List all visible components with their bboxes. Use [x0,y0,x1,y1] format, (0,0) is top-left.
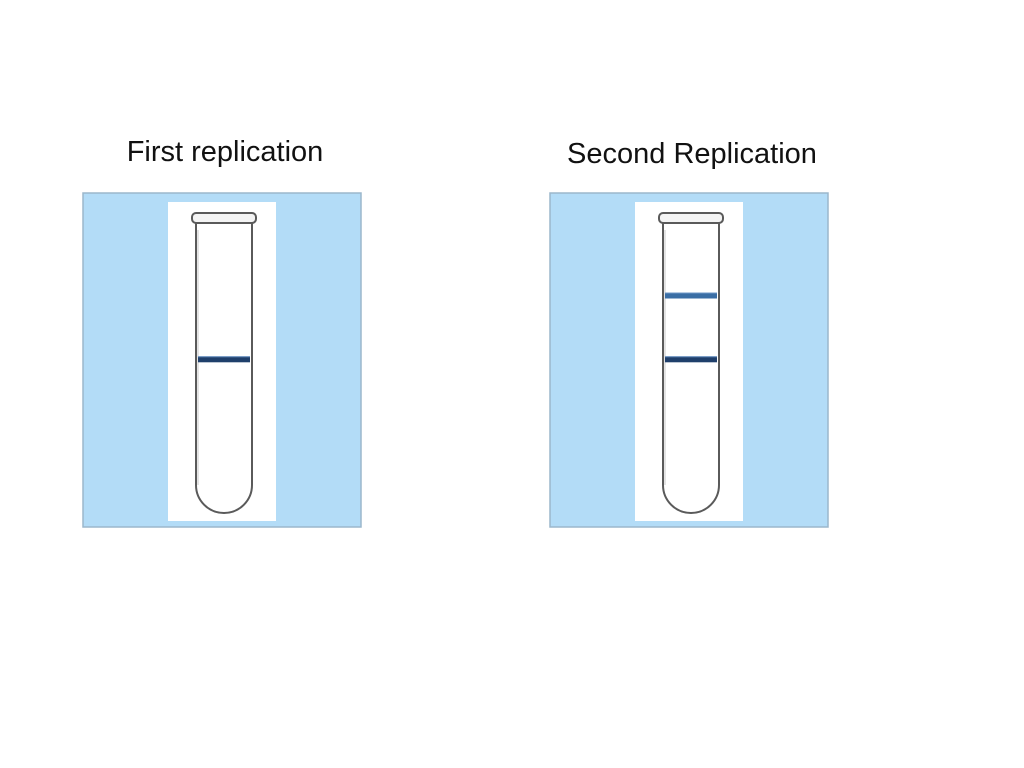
band-layer [665,292,717,363]
test-tube-figure [80,185,370,537]
test-tube-svg [549,192,829,528]
test-tube-figure [547,185,837,537]
dna-band [665,356,717,363]
band-layer [198,356,250,363]
panel-title: Second Replication [567,138,817,170]
tube-body [662,223,720,514]
tube-rim [658,212,724,224]
panel-title: First replication [126,136,324,168]
dna-band [665,292,717,299]
tube-body [195,223,253,514]
dna-band [198,356,250,363]
tube-rim [191,212,257,224]
test-tube-svg [82,192,362,528]
